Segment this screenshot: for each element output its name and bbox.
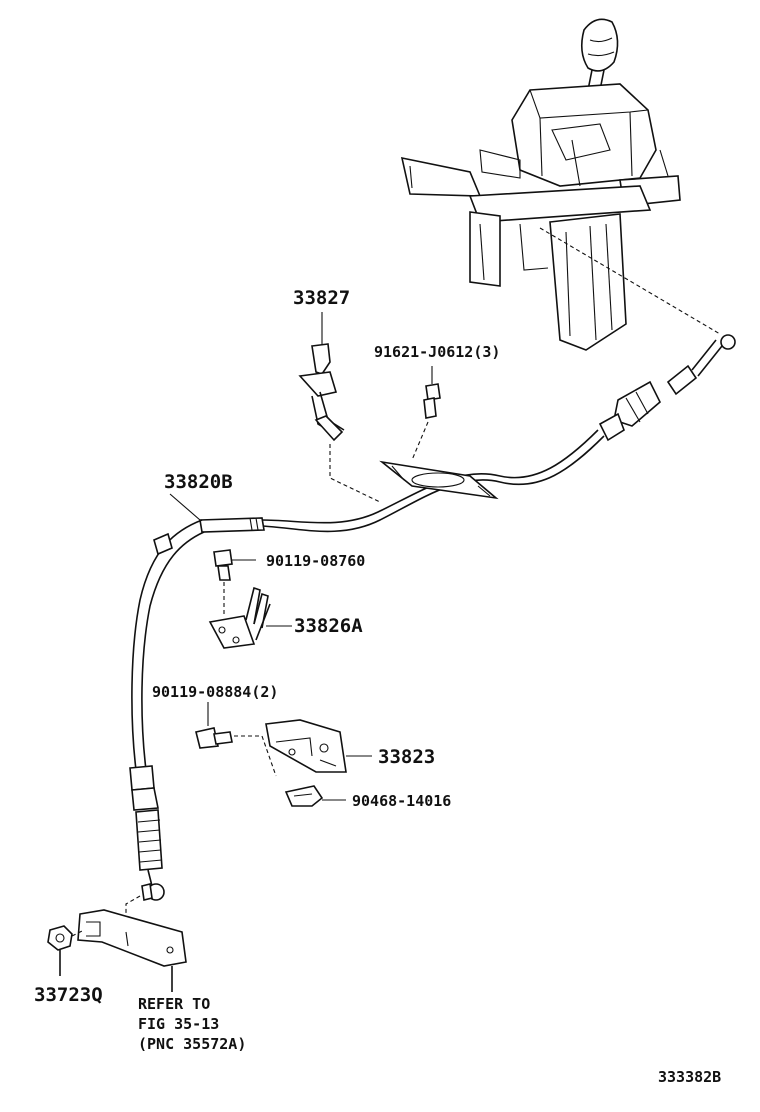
clip-90468	[284, 785, 346, 807]
nut-33723Q	[47, 925, 85, 976]
label-91621: 91621-J0612(3)	[374, 343, 500, 361]
label-90468: 90468-14016	[352, 792, 451, 810]
label-33723Q: 33723Q	[34, 984, 103, 1006]
label-90119-08760: 90119-08760	[266, 552, 365, 570]
reference-line-2: FIG 35-13	[138, 1015, 219, 1033]
label-33827: 33827	[293, 287, 350, 309]
label-33826A: 33826A	[294, 615, 363, 637]
bolt-90119-08884	[195, 702, 277, 777]
bracket-33826A	[208, 586, 292, 649]
bracket-33823	[265, 719, 372, 773]
shift-lever-assembly	[400, 18, 681, 351]
label-33820B: 33820B	[164, 471, 233, 493]
figure-id: 333382B	[658, 1068, 721, 1086]
reference-line-3: (PNC 35572A)	[138, 1035, 246, 1053]
label-90119-08884: 90119-08884(2)	[152, 683, 278, 701]
label-33823: 33823	[378, 746, 435, 768]
bolt-90119-08760	[213, 549, 256, 614]
clip-33827	[298, 312, 381, 503]
leader-33820B	[169, 493, 201, 521]
bolt-91621	[411, 383, 441, 461]
lower-bracket	[77, 895, 187, 992]
reference-line-1: REFER TO	[138, 995, 210, 1013]
control-cable	[129, 334, 736, 901]
